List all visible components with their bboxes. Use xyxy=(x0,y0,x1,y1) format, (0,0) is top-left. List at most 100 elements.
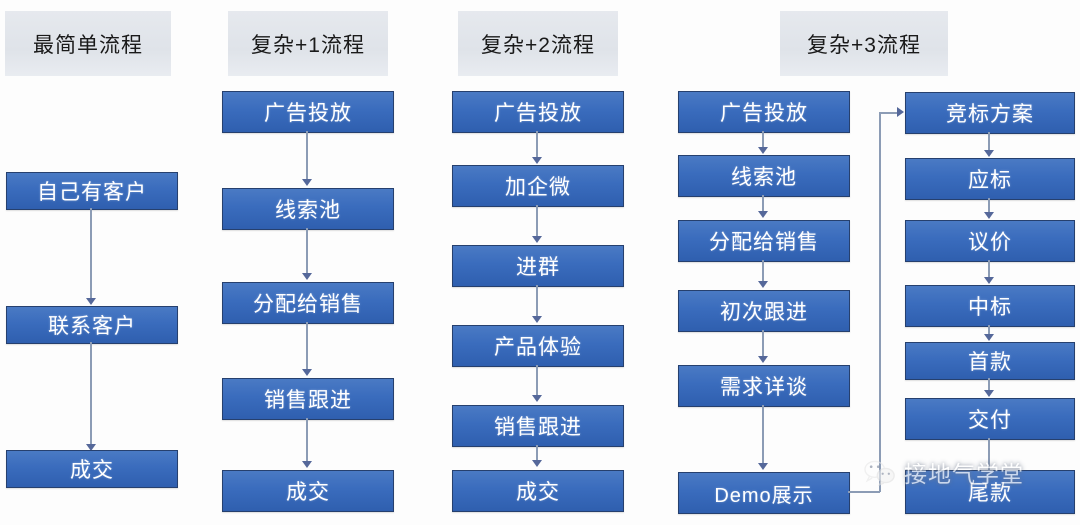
arrowhead-col3-0-1 xyxy=(532,157,542,164)
node-col4-right-6[interactable]: 尾款 xyxy=(905,470,1075,514)
arrowhead-col1-1-2 xyxy=(86,444,96,451)
node-label: 广告投放 xyxy=(720,102,808,125)
connector-col2-0-1 xyxy=(306,131,308,181)
node-col4-right-1[interactable]: 应标 xyxy=(905,158,1075,200)
connector-col3-2-3 xyxy=(536,285,538,318)
arrowhead-col4-right-2-3 xyxy=(984,277,994,284)
arrowhead-col2-2-3 xyxy=(302,369,312,376)
node-col4-left-2[interactable]: 分配给销售 xyxy=(678,220,850,262)
arrowhead-col4-left-2-3 xyxy=(758,281,768,288)
node-label: 竞标方案 xyxy=(946,103,1034,126)
node-label: 初次跟进 xyxy=(720,301,808,324)
arrowhead-col4-right-3-4 xyxy=(984,334,994,341)
connector-col2-3-4 xyxy=(306,418,308,463)
arrowhead-col4-right-1-2 xyxy=(984,212,994,219)
connector-col4-right-1-2 xyxy=(988,198,990,214)
column-header-label: 最简单流程 xyxy=(33,33,143,57)
node-col4-left-5[interactable]: Demo展示 xyxy=(678,472,850,514)
node-label: 中标 xyxy=(968,296,1012,319)
node-col2-4[interactable]: 成交 xyxy=(222,470,394,512)
node-col2-0[interactable]: 广告投放 xyxy=(222,91,394,133)
column-header-complex-3: 复杂+3流程 xyxy=(780,11,948,76)
column-header-complex-1: 复杂+1流程 xyxy=(228,11,388,76)
connector-col3-3-4 xyxy=(536,365,538,397)
node-label: 议价 xyxy=(968,231,1012,254)
node-col2-3[interactable]: 销售跟进 xyxy=(222,378,394,420)
connector-col4-right-4-5 xyxy=(988,378,990,392)
node-label: 加企微 xyxy=(505,176,571,199)
node-col3-2[interactable]: 进群 xyxy=(452,245,624,287)
arrowhead-col4-left-1-2 xyxy=(758,211,768,218)
node-col4-left-0[interactable]: 广告投放 xyxy=(678,91,850,133)
node-col4-right-3[interactable]: 中标 xyxy=(905,285,1075,327)
arrowhead-col4-right-0-1 xyxy=(984,150,994,157)
arrowhead-demo-to-bid xyxy=(897,107,904,117)
arrowhead-col4-left-0-1 xyxy=(758,147,768,154)
connector-col4-right-5-6 xyxy=(988,438,990,470)
node-col1-2[interactable]: 成交 xyxy=(6,450,178,488)
arrowhead-col4-left-4-5 xyxy=(758,463,768,470)
column-header-complex-2: 复杂+2流程 xyxy=(458,11,618,76)
node-col3-1[interactable]: 加企微 xyxy=(452,165,624,207)
node-label: Demo展示 xyxy=(714,484,814,507)
node-label: 成交 xyxy=(516,481,560,504)
connector-col4-left-2-3 xyxy=(762,260,764,283)
arrowhead-col3-3-4 xyxy=(532,395,542,402)
connector-col4-left-0-1 xyxy=(762,131,764,149)
node-label: 销售跟进 xyxy=(494,416,582,439)
node-label: 产品体验 xyxy=(494,336,582,359)
node-label: 首款 xyxy=(968,351,1012,374)
connector-col2-1-2 xyxy=(306,228,308,275)
node-col4-right-4[interactable]: 首款 xyxy=(905,342,1075,380)
node-col4-right-5[interactable]: 交付 xyxy=(905,398,1075,440)
connector-col4-left-1-2 xyxy=(762,195,764,213)
node-col2-2[interactable]: 分配给销售 xyxy=(222,282,394,324)
connector-demo-to-bid-horizontal-bottom xyxy=(848,491,880,493)
column-header-label: 复杂+1流程 xyxy=(251,33,365,57)
node-col4-right-0[interactable]: 竞标方案 xyxy=(905,92,1075,134)
node-col4-left-4[interactable]: 需求详谈 xyxy=(678,365,850,407)
node-label: 应标 xyxy=(968,169,1012,192)
node-label: 尾款 xyxy=(968,482,1012,505)
connector-col3-4-5 xyxy=(536,445,538,462)
node-col4-left-1[interactable]: 线索池 xyxy=(678,155,850,197)
column-header-label: 复杂+2流程 xyxy=(481,33,595,57)
node-label: 销售跟进 xyxy=(264,389,352,412)
node-label: 分配给销售 xyxy=(709,231,819,254)
node-col3-3[interactable]: 产品体验 xyxy=(452,325,624,367)
connector-col1-1-2 xyxy=(90,342,92,446)
node-col1-0[interactable]: 自己有客户 xyxy=(6,172,178,210)
arrowhead-col3-1-2 xyxy=(532,236,542,243)
arrowhead-col2-1-2 xyxy=(302,273,312,280)
connector-col2-2-3 xyxy=(306,322,308,371)
column-header-label: 复杂+3流程 xyxy=(807,33,921,57)
node-label: 进群 xyxy=(516,256,560,279)
node-label: 广告投放 xyxy=(494,102,582,125)
node-col1-1[interactable]: 联系客户 xyxy=(6,306,178,344)
connector-col3-0-1 xyxy=(536,131,538,159)
arrowhead-col2-3-4 xyxy=(302,461,312,468)
node-col4-right-2[interactable]: 议价 xyxy=(905,220,1075,262)
node-label: 交付 xyxy=(968,409,1012,432)
node-col3-0[interactable]: 广告投放 xyxy=(452,91,624,133)
connector-col1-0-1 xyxy=(90,208,92,300)
node-label: 线索池 xyxy=(731,166,797,189)
node-col2-1[interactable]: 线索池 xyxy=(222,188,394,230)
node-label: 联系客户 xyxy=(48,315,136,338)
node-label: 广告投放 xyxy=(264,102,352,125)
node-col4-left-3[interactable]: 初次跟进 xyxy=(678,290,850,332)
node-col3-4[interactable]: 销售跟进 xyxy=(452,405,624,447)
arrowhead-col3-2-3 xyxy=(532,316,542,323)
node-col3-5[interactable]: 成交 xyxy=(452,470,624,512)
node-label: 分配给销售 xyxy=(253,293,363,316)
arrowhead-col3-4-5 xyxy=(532,460,542,467)
connector-col4-right-0-1 xyxy=(988,132,990,152)
node-label: 需求详谈 xyxy=(720,376,808,399)
connector-col4-right-2-3 xyxy=(988,260,990,278)
connector-col4-left-3-4 xyxy=(762,330,764,358)
connector-demo-to-bid-horizontal-top xyxy=(879,112,899,114)
node-label: 线索池 xyxy=(275,199,341,222)
arrowhead-col4-right-4-5 xyxy=(984,390,994,397)
node-label: 成交 xyxy=(286,481,330,504)
